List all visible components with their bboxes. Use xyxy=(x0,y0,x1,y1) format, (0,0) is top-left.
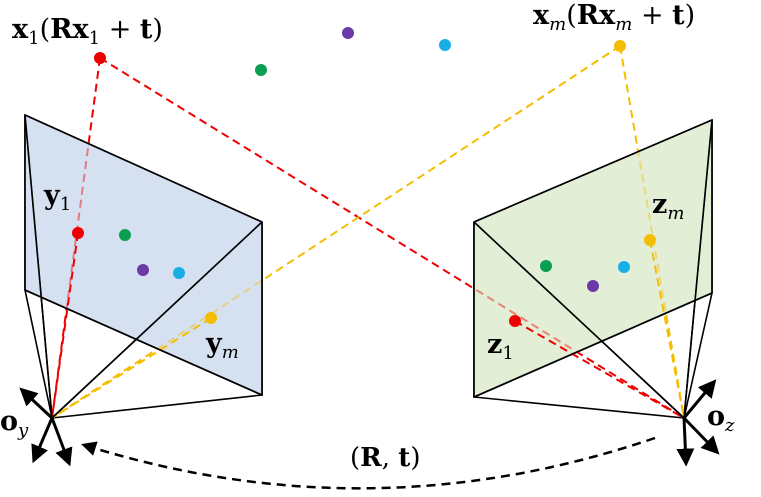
label-y1: y1 xyxy=(43,180,71,215)
point-zm xyxy=(644,234,656,246)
left-image-points xyxy=(72,227,217,324)
label-oz: oz xyxy=(707,401,735,436)
left-diag-front xyxy=(24,289,263,396)
left-edge-top-front xyxy=(24,114,53,419)
right-plane-outline-top xyxy=(473,119,713,223)
oz-axis-right xyxy=(682,416,720,455)
label-transform: (R, t) xyxy=(350,443,420,473)
point-world-green xyxy=(255,64,267,76)
right-image-points xyxy=(509,234,656,327)
oy-axis-down-right xyxy=(50,417,73,467)
point-right-purple xyxy=(587,280,599,292)
left-image-plane-overlay xyxy=(25,115,262,395)
left-frustum-edge-right-bottom xyxy=(51,394,263,419)
label-x1: x1(Rx1 + t) xyxy=(12,14,163,49)
ray-xm-left xyxy=(51,45,621,419)
label-xm: xm(Rxm + t) xyxy=(533,0,695,35)
frustum-edges-front xyxy=(24,114,713,419)
point-x1 xyxy=(94,52,106,64)
left-camera-axes xyxy=(19,387,73,467)
label-zm: zm xyxy=(652,189,684,224)
right-edge-top-front xyxy=(683,119,713,419)
point-left-cyan xyxy=(173,267,185,279)
right-camera-axes xyxy=(676,379,720,467)
left-edge-rt-front xyxy=(51,221,263,419)
left-frustum-edge-bottom xyxy=(24,289,53,419)
world-points xyxy=(94,27,626,76)
point-right-green xyxy=(540,260,552,272)
point-y1 xyxy=(72,227,84,239)
point-left-green xyxy=(119,229,131,241)
point-world-purple xyxy=(342,27,354,39)
rays-inside-frustum xyxy=(51,232,685,419)
label-z1: z1 xyxy=(487,329,514,364)
ray-x1-right xyxy=(99,57,685,419)
right-frustum-edge-left-bottom xyxy=(473,396,685,419)
right-edge-lt-front xyxy=(473,221,685,419)
point-z1 xyxy=(509,315,521,327)
oy-axis-down-left xyxy=(31,417,54,464)
left-plane-outline-top xyxy=(24,114,263,223)
oz-axis-down xyxy=(676,417,695,467)
point-left-purple xyxy=(137,264,149,276)
oz-axis-up xyxy=(682,379,717,419)
right-image-plane-overlay xyxy=(474,120,712,397)
point-ym xyxy=(205,312,217,324)
ray-y1-inside xyxy=(51,232,79,419)
right-frustum-edge-bottom xyxy=(683,292,713,419)
label-ym: ym xyxy=(205,328,239,363)
transform-arrow xyxy=(81,436,656,490)
point-right-cyan xyxy=(618,261,630,273)
ray-x1-left xyxy=(51,57,101,419)
point-xm xyxy=(614,40,626,52)
ray-z1-inside xyxy=(514,320,685,419)
point-world-cyan xyxy=(439,39,451,51)
ray-ym-inside xyxy=(51,317,212,419)
label-oy: oy xyxy=(0,406,29,441)
oy-axis-up xyxy=(19,387,54,420)
right-diag-front xyxy=(473,292,713,398)
ray-zm-inside xyxy=(649,239,685,419)
